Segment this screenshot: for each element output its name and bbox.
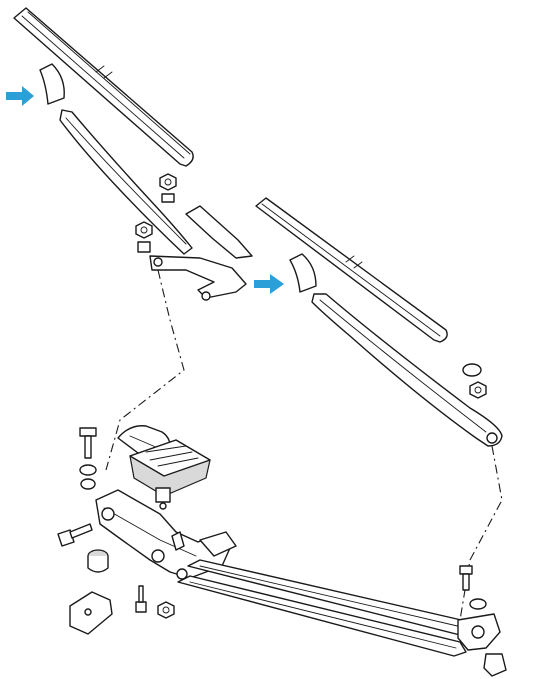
left-arm-nut-lower [135, 221, 153, 253]
right-arm-cap [462, 363, 482, 377]
washer-right [469, 598, 487, 610]
bolt-lower-left [135, 585, 147, 613]
arrow-right-icon [6, 86, 34, 106]
linkage-rod-lower [177, 575, 467, 657]
bolt-right [459, 565, 473, 591]
left-wiper-arm [39, 63, 253, 301]
alignment-line-right [459, 445, 503, 621]
right-pivot [457, 613, 507, 677]
right-wiper-arm [289, 253, 503, 447]
rubber-mount [87, 549, 109, 573]
wiper-motor [117, 425, 211, 510]
right-wiper-blade [255, 197, 448, 343]
nut-lower-center [157, 601, 175, 619]
washer-left [79, 464, 97, 490]
mounting-bracket [69, 591, 113, 635]
linkage-rod-upper [187, 559, 477, 637]
bolt-upper-left [79, 427, 97, 459]
linkage-frame [95, 489, 237, 580]
left-arm-nut-upper [159, 173, 177, 203]
arrow-right-icon [254, 274, 284, 294]
bolt-side-left [57, 523, 93, 547]
alignment-line-left [105, 269, 185, 471]
right-arm-nut [469, 381, 487, 399]
left-wiper-blade [13, 7, 194, 167]
